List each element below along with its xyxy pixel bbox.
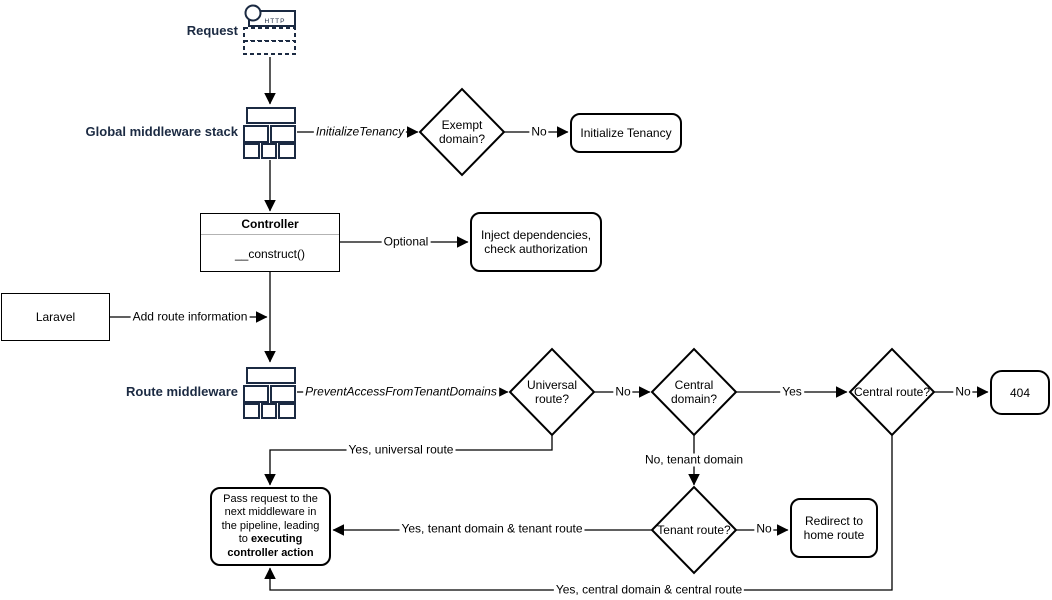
tenant-route-text: Tenant route? — [657, 523, 731, 537]
stack-icon-rect — [243, 125, 269, 143]
request-label: Request — [186, 23, 238, 38]
edge-label-optional: Optional — [381, 234, 431, 249]
controller-title: Controller — [201, 214, 339, 235]
pass-request-bold: executing controller action — [227, 533, 314, 559]
inject-dependencies-node: Inject dependencies, check authorization — [470, 212, 602, 272]
not-found-node: 404 — [990, 370, 1050, 415]
edge-label-yes-tenant-domain-route: Yes, tenant domain & tenant route — [399, 521, 585, 536]
redirect-home-node: Redirect to home route — [790, 498, 878, 558]
central-route-text: Central route? — [853, 385, 931, 399]
pass-request-node: Pass request to the next middleware in t… — [210, 487, 331, 566]
edge-label-initialize-tenancy: InitializeTenancy — [313, 124, 407, 139]
central-domain-text: Central domain? — [670, 378, 718, 406]
central-route-diamond — [848, 347, 936, 437]
http-request-icon-text: HTTP — [265, 18, 286, 25]
http-request-icon-body2 — [243, 40, 296, 55]
stack-icon-rect — [243, 143, 260, 159]
stack-icon-rect — [246, 107, 296, 124]
global-middleware-label: Global middleware stack — [85, 124, 238, 139]
central-domain-diamond — [650, 347, 738, 437]
stack-icon-rect — [261, 403, 277, 419]
tenant-route-diamond — [650, 485, 738, 575]
initialize-tenancy-node: Initialize Tenancy — [570, 113, 682, 153]
stack-icon-rect — [270, 385, 296, 403]
stack-icon-rect — [278, 143, 296, 159]
edge-label-central-route-no: No — [953, 384, 973, 399]
http-request-icon-circle — [244, 4, 262, 22]
stack-icon-rect — [278, 403, 296, 419]
controller-construct: __construct() — [234, 246, 306, 261]
controller-node: Controller __construct() — [200, 213, 340, 272]
stack-icon-rect — [246, 367, 296, 384]
edge-label-add-route-information: Add route information — [130, 309, 250, 324]
route-middleware-label: Route middleware — [126, 384, 238, 399]
exempt-domain-diamond — [418, 87, 506, 177]
http-request-icon: HTTP — [243, 4, 296, 55]
stack-icon-rect — [243, 385, 269, 403]
edge-label-prevent-access: PreventAccessFromTenantDomains — [303, 384, 499, 399]
edge-label-yes-central-domain-route: Yes, central domain & central route — [553, 582, 745, 597]
universal-route-text: Universal route? — [526, 378, 577, 406]
stack-icon-rect — [261, 143, 277, 159]
edge-label-no-tenant-domain: No, tenant domain — [642, 452, 746, 467]
edge-label-universal-no: No — [613, 384, 633, 399]
laravel-node: Laravel — [1, 293, 110, 341]
universal-route-diamond — [508, 347, 596, 437]
global-middleware-stack-icon — [243, 107, 296, 159]
pass-request-normal: Pass request to the next middleware in t… — [221, 492, 320, 546]
edge-label-tenant-route-no: No — [754, 521, 774, 536]
pass-request-text: Pass request to the next middleware in t… — [216, 493, 325, 561]
edge-label-central-domain-yes: Yes — [780, 384, 804, 399]
edge-label-exempt-no: No — [529, 124, 549, 139]
exempt-domain-text: Exempt domain? — [438, 118, 486, 146]
route-middleware-stack-icon — [243, 367, 296, 419]
stack-icon-rect — [270, 125, 296, 143]
stack-icon-rect — [243, 403, 260, 419]
edge-label-yes-universal-route: Yes, universal route — [346, 442, 456, 457]
http-request-icon-body1 — [243, 27, 296, 42]
